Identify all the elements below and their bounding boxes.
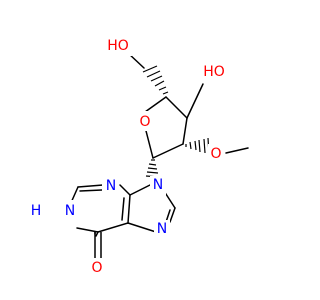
atom-ring-oxygen: O xyxy=(139,114,150,130)
bond-c3-c2 xyxy=(182,117,188,145)
bond-ome-ch3 xyxy=(225,147,249,154)
atom-carbonyl-oxygen: O xyxy=(91,260,102,276)
atom-n1: N xyxy=(65,203,75,219)
atom-n1-hydrogen: H xyxy=(31,203,42,219)
atom-n3: N xyxy=(106,178,116,194)
bond-c4-c3 xyxy=(165,96,188,119)
bond-oring-c4 xyxy=(144,96,167,113)
bond-c1-oring xyxy=(144,126,154,159)
bond-n1-c6 xyxy=(76,227,99,233)
bond-c4-n3 xyxy=(119,184,131,196)
bond-c6-c5 xyxy=(97,222,129,233)
atom-n7: N xyxy=(157,221,167,237)
bond-c6-o xyxy=(95,231,99,237)
bond-n7-c5 xyxy=(127,222,157,233)
bond-c5-c4 xyxy=(127,194,131,224)
atom-oh-3prime: HO xyxy=(203,64,225,80)
hashed-bond-c4-c5 xyxy=(142,65,169,95)
bond-n3-c2 xyxy=(77,184,104,188)
bond-c2-c1 xyxy=(152,143,184,159)
atom-labels: HO HO O O N N N H N O xyxy=(28,36,228,278)
bond-c5-c4-inner xyxy=(121,197,125,221)
atom-oh-5prime: HO xyxy=(107,38,129,54)
bond-c4-n9 xyxy=(129,184,151,196)
atom-methoxy-oxygen: O xyxy=(210,146,221,162)
bond-c3-oh xyxy=(186,83,204,119)
background xyxy=(0,0,300,300)
bond-c8-n7b xyxy=(169,207,176,223)
carbonyl-bond xyxy=(94,232,102,258)
atom-n9: N xyxy=(153,177,163,193)
molecule-structure: HO HO O O N N N H N O xyxy=(0,0,300,300)
bond-n3-c2-double xyxy=(79,189,103,192)
